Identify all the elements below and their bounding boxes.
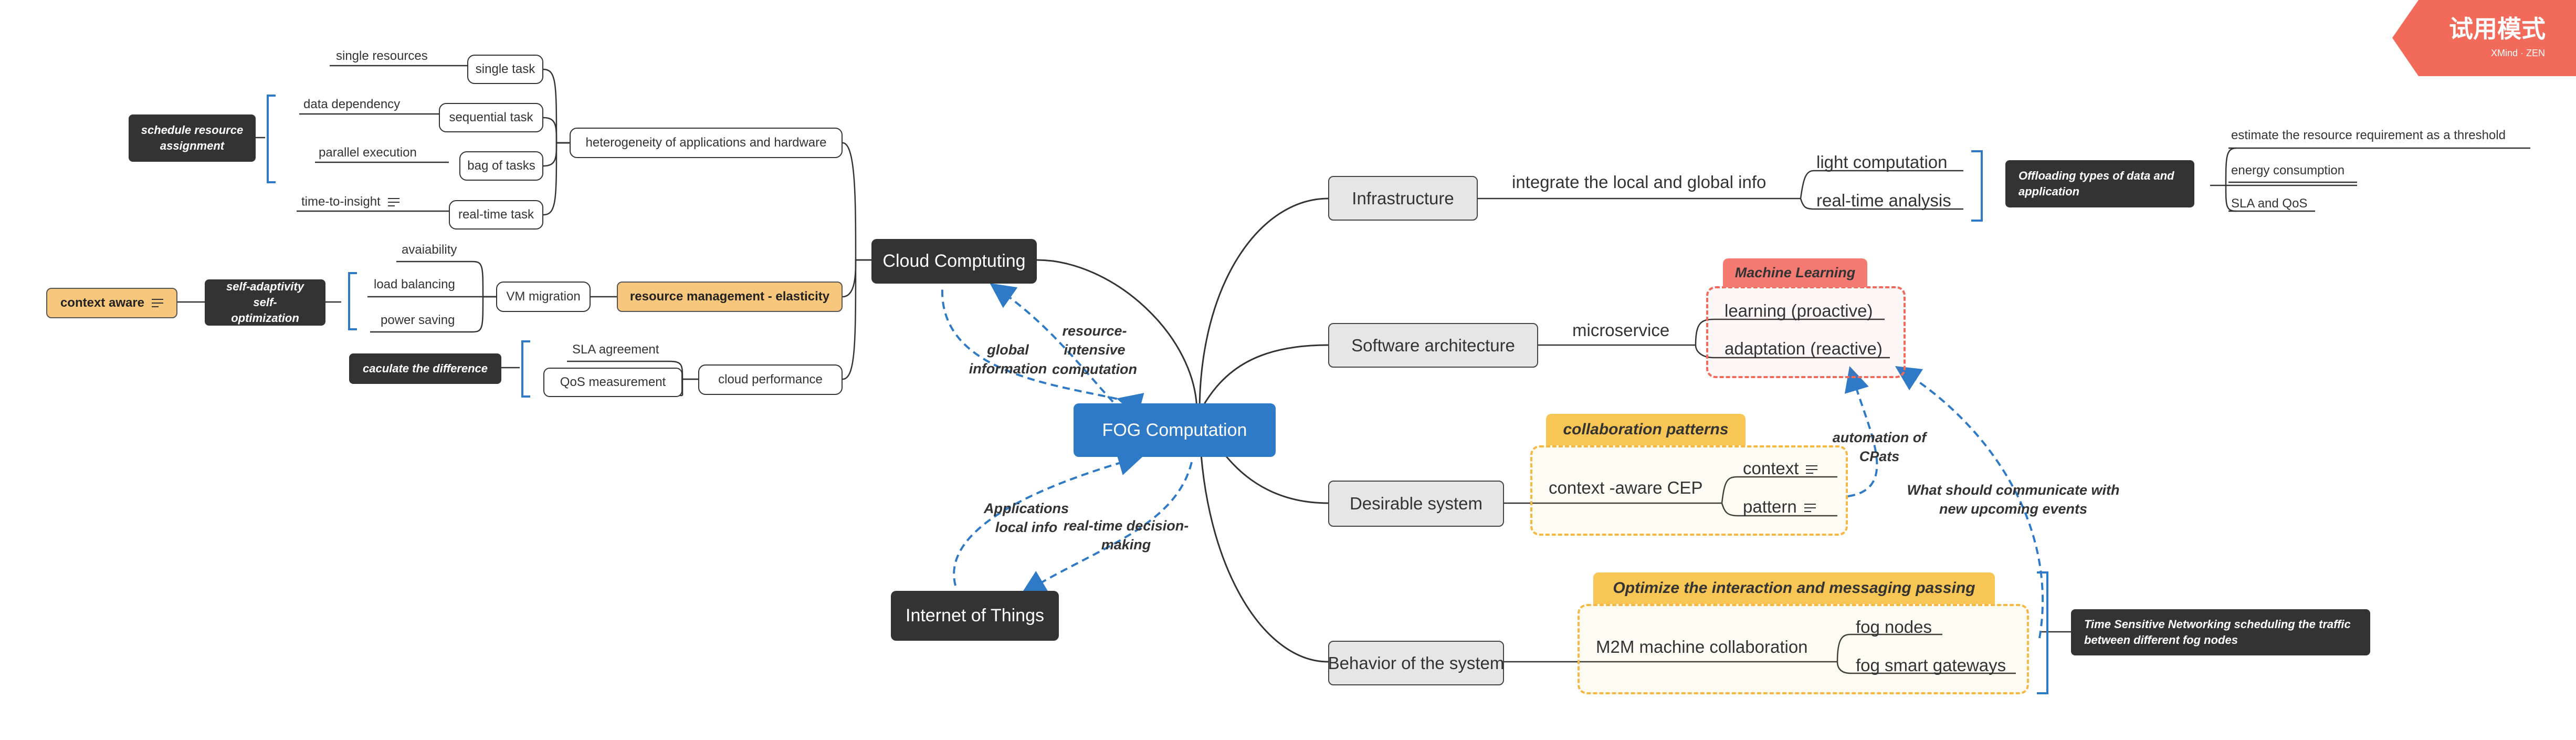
relation-automation[interactable]: automation of CPats xyxy=(1832,428,1927,466)
leaf-energy-consumption[interactable]: energy consumption xyxy=(2231,163,2345,178)
relation-communicate[interactable]: What should communicate with new upcomin… xyxy=(1903,481,2123,519)
relation-communicate-label: What should communicate with new upcomin… xyxy=(1907,482,2120,517)
summary-caculate-the-difference[interactable]: caculate the difference xyxy=(349,353,501,384)
topic-desirable-system[interactable]: Desirable system xyxy=(1328,481,1504,527)
summary-schedule-label: schedule resource assignment xyxy=(141,123,244,152)
summary-self-adaptivity[interactable]: self-adaptivity self-optimization xyxy=(205,279,325,326)
topic-context-aware[interactable]: context aware xyxy=(46,288,177,318)
leaf-load-balancing[interactable]: load balancing xyxy=(374,277,455,291)
watermark-title: 试用模式 xyxy=(2449,15,2546,43)
subtopic-adaptation[interactable]: adaptation (reactive) xyxy=(1725,339,1883,358)
subtopic-vm-migration[interactable]: VM migration xyxy=(496,282,591,312)
boundary-collaboration-patterns xyxy=(1530,445,1848,536)
summary-offloading-label: Offloading types of data and application xyxy=(2018,169,2174,198)
topic-resource-management[interactable]: resource management - elasticity xyxy=(617,282,843,312)
subtopic-learning[interactable]: learning (proactive) xyxy=(1725,301,1873,320)
relation-automation-label: automation of CPats xyxy=(1832,430,1927,465)
summary-offloading[interactable]: Offloading types of data and application xyxy=(2005,160,2194,207)
subtopic-pattern[interactable]: pattern xyxy=(1743,498,1816,515)
summary-time-sensitive-networking[interactable]: Time Sensitive Networking scheduling the… xyxy=(2071,609,2370,655)
tag-collaboration-patterns[interactable]: collaboration patterns xyxy=(1546,414,1746,445)
relation-applications-label: Applications local info xyxy=(983,501,1069,536)
subtopic-bag-of-tasks[interactable]: bag of tasks xyxy=(459,151,543,181)
boundary-machine-learning xyxy=(1706,286,1906,378)
leaf-time-to-insight[interactable]: time-to-insight xyxy=(301,195,399,209)
notes-icon xyxy=(387,195,399,209)
leaf-qos-measurement[interactable]: QoS measurement xyxy=(543,368,682,397)
topic-behavior[interactable]: Behavior of the system xyxy=(1328,641,1504,685)
tag-machine-learning[interactable]: Machine Learning xyxy=(1723,258,1867,287)
leaf-power-saving[interactable]: power saving xyxy=(381,313,455,327)
subtopic-context[interactable]: context xyxy=(1743,458,1818,478)
subtopic-real-time-task[interactable]: real-time task xyxy=(449,200,543,230)
relation-resource-intensive[interactable]: resource-intensive computation xyxy=(1032,321,1158,379)
topic-software-architecture[interactable]: Software architecture xyxy=(1328,323,1538,368)
leaf-sla-and-qos[interactable]: SLA and QoS xyxy=(2231,196,2308,211)
subtopic-real-time-analysis[interactable]: real-time analysis xyxy=(1816,191,1951,210)
boundary-optimize-interaction xyxy=(1578,604,2029,694)
topic-infrastructure[interactable]: Infrastructure xyxy=(1328,176,1478,221)
topic-cloud-performance[interactable]: cloud performance xyxy=(698,364,843,395)
subtopic-pattern-label: pattern xyxy=(1743,497,1797,516)
watermark-ribbon xyxy=(2392,0,2576,76)
subtopic-single-task[interactable]: single task xyxy=(467,55,543,84)
relation-global-info[interactable]: global information xyxy=(963,340,1053,379)
summary-self-adaptivity-label: self-adaptivity self-optimization xyxy=(226,280,304,325)
relation-applications[interactable]: Applications local info xyxy=(979,499,1074,537)
subtopic-microservice[interactable]: microservice xyxy=(1572,320,1670,340)
relation-realtime-label: real-time decision-making xyxy=(1063,518,1189,553)
context-aware-label: context aware xyxy=(60,296,145,310)
summary-schedule-resource-assignment[interactable]: schedule resource assignment xyxy=(129,114,256,162)
subtopic-fog-smart-gateways[interactable]: fog smart gateways xyxy=(1856,655,2006,675)
subtopic-context-aware-cep[interactable]: context -aware CEP xyxy=(1549,478,1703,497)
relation-resource-intensive-label: resource-intensive computation xyxy=(1052,323,1137,377)
notes-icon xyxy=(152,296,164,310)
central-topic[interactable]: FOG Computation xyxy=(1074,403,1276,457)
topic-heterogeneity[interactable]: heterogeneity of applications and hardwa… xyxy=(570,128,843,158)
summary-tsn-label: Time Sensitive Networking scheduling the… xyxy=(2084,618,2351,647)
tag-optimize-interaction[interactable]: Optimize the interaction and messaging p… xyxy=(1593,572,1995,604)
relation-global-info-label: global information xyxy=(969,342,1047,377)
leaf-parallel-execution[interactable]: parallel execution xyxy=(319,145,417,160)
leaf-estimate-resource[interactable]: estimate the resource requirement as a t… xyxy=(2231,128,2506,142)
subtopic-fog-nodes[interactable]: fog nodes xyxy=(1856,617,1932,637)
watermark-brand: XMind · ZEN xyxy=(2491,48,2546,58)
subtopic-integrate[interactable]: integrate the local and global info xyxy=(1512,172,1767,192)
notes-icon xyxy=(1804,501,1816,515)
leaf-sla-agreement[interactable]: SLA agreement xyxy=(572,342,659,357)
relation-realtime[interactable]: real-time decision-making xyxy=(1063,516,1189,555)
subtopic-m2m[interactable]: M2M machine collaboration xyxy=(1596,637,1808,656)
leaf-availability[interactable]: avaiability xyxy=(402,243,457,257)
leaf-time-to-insight-label: time-to-insight xyxy=(301,194,381,209)
topic-internet-of-things[interactable]: Internet of Things xyxy=(891,591,1059,641)
leaf-data-dependency[interactable]: data dependency xyxy=(303,97,401,111)
subtopic-light-computation[interactable]: light computation xyxy=(1816,152,1948,172)
topic-cloud-computing[interactable]: Cloud Comptuting xyxy=(871,239,1037,284)
subtopic-sequential-task[interactable]: sequential task xyxy=(439,103,543,132)
subtopic-context-label: context xyxy=(1743,458,1799,478)
leaf-single-resources[interactable]: single resources xyxy=(336,49,428,63)
notes-icon xyxy=(1806,463,1818,476)
